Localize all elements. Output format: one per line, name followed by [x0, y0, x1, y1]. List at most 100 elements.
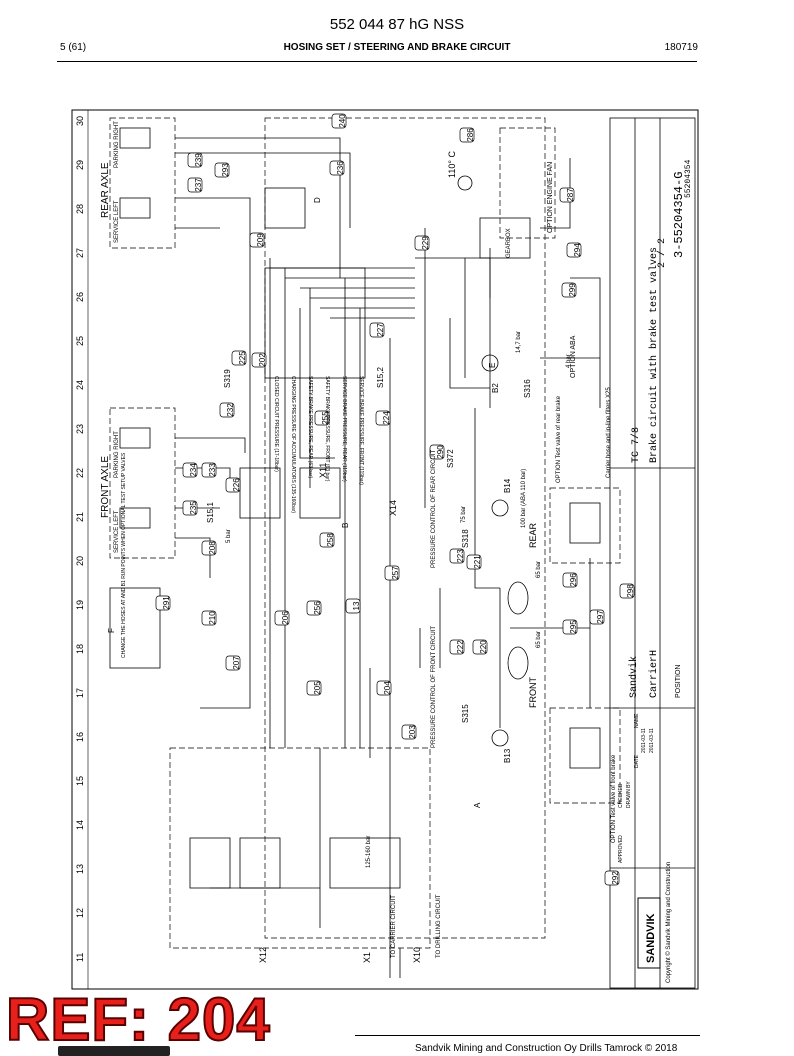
test-valve-front-body — [569, 727, 601, 769]
label-s319: S319 — [223, 369, 232, 388]
label-front: FRONT — [528, 677, 538, 708]
callout: 286 — [459, 127, 475, 143]
test-valve-front-box — [549, 707, 621, 804]
components — [109, 117, 696, 989]
svg-text:236: 236 — [336, 161, 345, 175]
label-s318: S318 — [461, 529, 470, 548]
callout: 207 — [225, 655, 241, 671]
legend-box — [264, 267, 366, 379]
svg-text:239: 239 — [194, 153, 203, 167]
grid-number: 22 — [75, 468, 85, 478]
label-b13: B13 — [503, 748, 512, 763]
label-s316: S316 — [523, 379, 532, 398]
callout: 210 — [201, 610, 217, 626]
svg-text:204: 204 — [383, 681, 392, 695]
label-legend-5: CHARGING PRESSURE OF ACCUMULATORS (135-1… — [290, 376, 296, 513]
label-option-aba: OPTION ABA — [570, 335, 577, 378]
grid-number: 17 — [75, 688, 85, 698]
callout: 237 — [187, 177, 203, 193]
grid-number: 13 — [75, 864, 85, 874]
document-title: 552 044 87 hG NSS — [329, 16, 465, 33]
document-code: 180719 — [664, 42, 698, 53]
callout: 208 — [201, 540, 217, 556]
svg-text:291: 291 — [162, 596, 171, 610]
callout: 223 — [449, 548, 465, 564]
rear-brake-cylinder-2 — [119, 197, 151, 219]
name-label: NAME — [634, 713, 640, 728]
test-valve-rear-body — [569, 502, 601, 544]
svg-text:223: 223 — [456, 549, 465, 563]
dashed-regions — [109, 117, 621, 949]
grid-number: 28 — [75, 204, 85, 214]
callout: 299 — [561, 282, 577, 298]
svg-text:287: 287 — [566, 188, 575, 202]
label-legend-6: CLOSED CIRCUIT PRESSURE (17-18bar) — [273, 376, 279, 472]
drawing-border — [71, 109, 699, 990]
svg-text:297: 297 — [596, 610, 605, 624]
callout: 222 — [449, 639, 465, 655]
grid-number: 16 — [75, 732, 85, 742]
callout: 257 — [384, 565, 400, 581]
title-block-text: Brake circuit with brake test valves TC … — [618, 159, 693, 983]
label-to-drilling-circuit: TO DRILLING CIRCUIT — [436, 894, 442, 958]
sheet-number: 2 / 2 — [656, 238, 668, 268]
grid-number: 27 — [75, 248, 85, 258]
label-x14: X14 — [388, 500, 398, 516]
svg-text:292: 292 — [611, 871, 620, 885]
hydraulic-schematic: 30 29 28 27 26 25 24 23 22 21 20 19 18 1… — [71, 109, 699, 990]
svg-text:13: 13 — [352, 601, 361, 610]
date-a: 2011-03-11 — [641, 728, 647, 753]
footer-rule — [355, 1035, 700, 1036]
svg-text:232: 232 — [226, 403, 235, 417]
grid-number: 12 — [75, 908, 85, 918]
drawing-number: 3-55204354-G — [672, 172, 686, 258]
grid-number: 18 — [75, 644, 85, 654]
label-option-test-front: OPTION Test valve of front brake — [611, 754, 617, 843]
svg-text:257: 257 — [391, 566, 400, 580]
svg-text:209: 209 — [256, 233, 265, 247]
brake-valve-1 — [189, 837, 231, 889]
drawn-label: DRAWN BY — [626, 781, 632, 808]
callout: 209 — [249, 232, 265, 248]
title-block — [609, 117, 696, 989]
label-x12: X12 — [258, 947, 268, 963]
label-option-test-rear: OPTION Test valve of rear brake — [556, 395, 562, 483]
callout: 235 — [182, 500, 198, 516]
svg-text:233: 233 — [208, 463, 217, 477]
temp-sensor — [457, 175, 473, 191]
label-box-e: E — [488, 363, 497, 368]
grid-number: 25 — [75, 336, 85, 346]
label-bar-75: 75 bar — [461, 506, 467, 523]
svg-text:222: 222 — [456, 640, 465, 654]
callout: 233 — [201, 462, 217, 478]
svg-text:255: 255 — [321, 411, 330, 425]
label-b14: B14 — [503, 478, 512, 493]
document-subtitle: HOSING SET / STEERING AND BRAKE CIRCUIT — [283, 42, 511, 53]
svg-text:299: 299 — [568, 283, 577, 297]
label-to-carrier-circuit: TO CARRIER CIRCUIT — [391, 895, 397, 958]
callout: 220 — [472, 639, 488, 655]
svg-text:224: 224 — [382, 411, 391, 425]
svg-text:296: 296 — [569, 573, 578, 587]
gauge-b14 — [491, 499, 509, 517]
svg-text:235: 235 — [189, 501, 198, 515]
svg-text:227: 227 — [376, 323, 385, 337]
callout: 229 — [414, 235, 430, 251]
label-pressure-100: 100 bar (ABA 110 bar) — [521, 469, 527, 528]
svg-text:290: 290 — [436, 445, 445, 459]
schematic-labels: REAR AXLE FRONT AXLE SERVICE LEFT PARKIN… — [100, 121, 617, 963]
label-x11: X11 — [318, 463, 328, 478]
svg-text:240: 240 — [338, 114, 347, 128]
brake-valve-2 — [239, 837, 281, 889]
valve-x11 — [239, 467, 281, 519]
front-brake-cylinder-1 — [119, 427, 151, 449]
grid-strip: 30 29 28 27 26 25 24 23 22 21 20 19 18 1… — [75, 116, 85, 962]
label-temperature: 110° C — [447, 151, 457, 178]
grid-number: 20 — [75, 556, 85, 566]
svg-text:205: 205 — [313, 681, 322, 695]
svg-text:207: 207 — [232, 656, 241, 670]
callout: 287 — [559, 187, 575, 203]
label-legend-2: SERVICE BRAKE PRESSURE, REAR (119bar) — [341, 376, 347, 482]
position-label: POSITION — [675, 665, 682, 698]
grid-number: 15 — [75, 776, 85, 786]
